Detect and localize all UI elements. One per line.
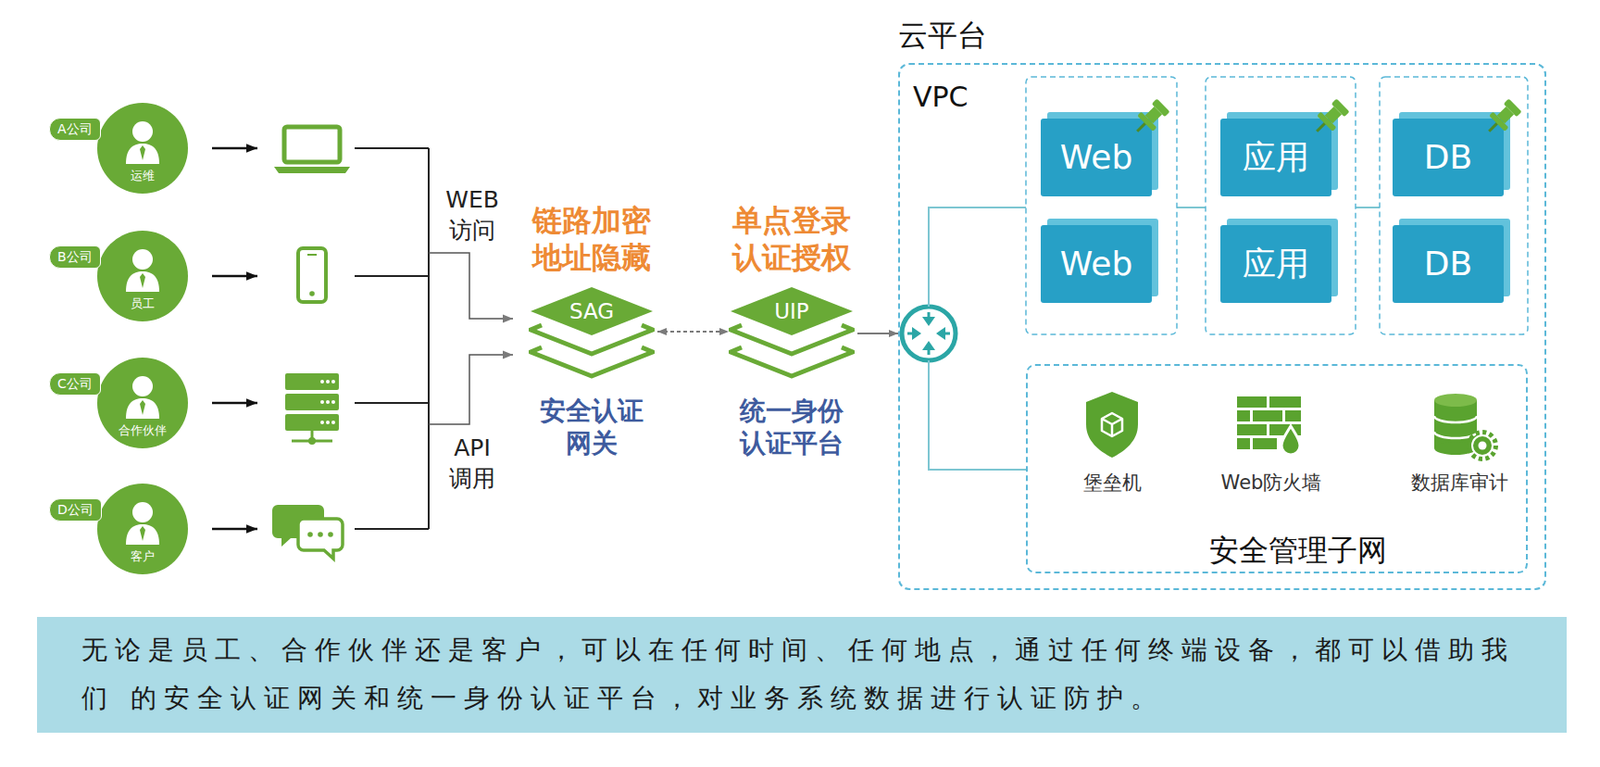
gate-code: SAG (528, 285, 655, 338)
pin-icon (1309, 97, 1351, 139)
router-icon (901, 306, 956, 361)
access-wires (354, 148, 429, 529)
server-tile: DB (1392, 225, 1504, 303)
gate-code: UIP (728, 285, 855, 338)
laptop-icon (274, 126, 350, 174)
gate-icon: SAG (528, 285, 655, 382)
bastion-icon (1086, 391, 1138, 458)
server-icon (285, 373, 339, 445)
access-label: WEB 访问 (445, 185, 500, 246)
chat-icon (272, 504, 343, 559)
role-label: 运维 (97, 168, 188, 183)
access-label: API 调用 (449, 433, 496, 494)
tier-groups (1025, 76, 1528, 335)
server-tile: DB (1392, 118, 1504, 197)
company-tag: C公司 (49, 372, 101, 396)
gateway-node: 链路加密 地址隐藏 SAG 安全认证 网关 (528, 201, 655, 460)
tool-label: 数据库审计 (1411, 470, 1509, 496)
company-tag: B公司 (49, 245, 101, 269)
user-circle: D公司客户 (97, 483, 188, 575)
connector (857, 332, 899, 335)
connector (657, 330, 729, 333)
caption-band: 无论是员工、合作伙伴还是客户，可以在任何时间、任何地点，通过任何终端设备，都可以… (37, 616, 1567, 733)
user-arrows (212, 148, 258, 529)
pin-icon (1481, 97, 1524, 139)
role-label: 合作伙伴 (97, 423, 188, 438)
vpc-region: Web应用DBWeb应用DB安全管理子网云平台VPC (898, 62, 1547, 590)
server-tile: 应用 (1220, 225, 1332, 303)
caption-text: 无论是员工、合作伙伴还是客户，可以在任何时间、任何地点，通过任何终端设备，都可以… (81, 616, 1536, 723)
tile-label: 应用 (1242, 243, 1310, 285)
user-circle: A公司运维 (97, 102, 188, 194)
gate-name: 统一身份 认证平台 (739, 394, 844, 460)
security-subnet: 安全管理子网 (1025, 363, 1528, 574)
user-circle: C公司合作伙伴 (97, 357, 188, 449)
role-label: 客户 (97, 549, 188, 563)
tile-label: Web (1060, 243, 1134, 285)
db-audit-icon (1434, 393, 1496, 459)
pin-icon (1129, 97, 1172, 139)
firewall-icon (1237, 396, 1301, 455)
gateway-branches (428, 252, 513, 425)
phone-icon (298, 248, 326, 302)
role-label: 员工 (97, 296, 188, 311)
vpc-label: VPC (912, 79, 969, 115)
feature-text: 单点登录 认证授权 (732, 201, 851, 276)
tile-label: DB (1424, 137, 1473, 178)
subnet-title: 安全管理子网 (1027, 532, 1526, 568)
company-tag: A公司 (49, 117, 101, 141)
tile-label: 应用 (1242, 137, 1310, 178)
tile-label: Web (1060, 137, 1134, 178)
feature-text: 链路加密 地址隐藏 (532, 201, 651, 276)
company-tag: D公司 (49, 498, 102, 522)
user-circle: B公司员工 (97, 230, 188, 322)
router-links (928, 207, 1380, 470)
server-tile: Web (1040, 118, 1152, 197)
gateway-node: 单点登录 认证授权 UIP 统一身份 认证平台 (728, 201, 855, 460)
tool-label: Web防火墙 (1221, 470, 1323, 496)
gate-name: 安全认证 网关 (539, 394, 644, 460)
platform-heading: 云平台 (898, 16, 988, 54)
tile-label: DB (1424, 243, 1473, 285)
tool-label: 堡垒机 (1083, 470, 1142, 496)
gate-icon: UIP (728, 285, 855, 382)
server-tile: 应用 (1220, 118, 1332, 197)
server-tile: Web (1040, 225, 1152, 303)
